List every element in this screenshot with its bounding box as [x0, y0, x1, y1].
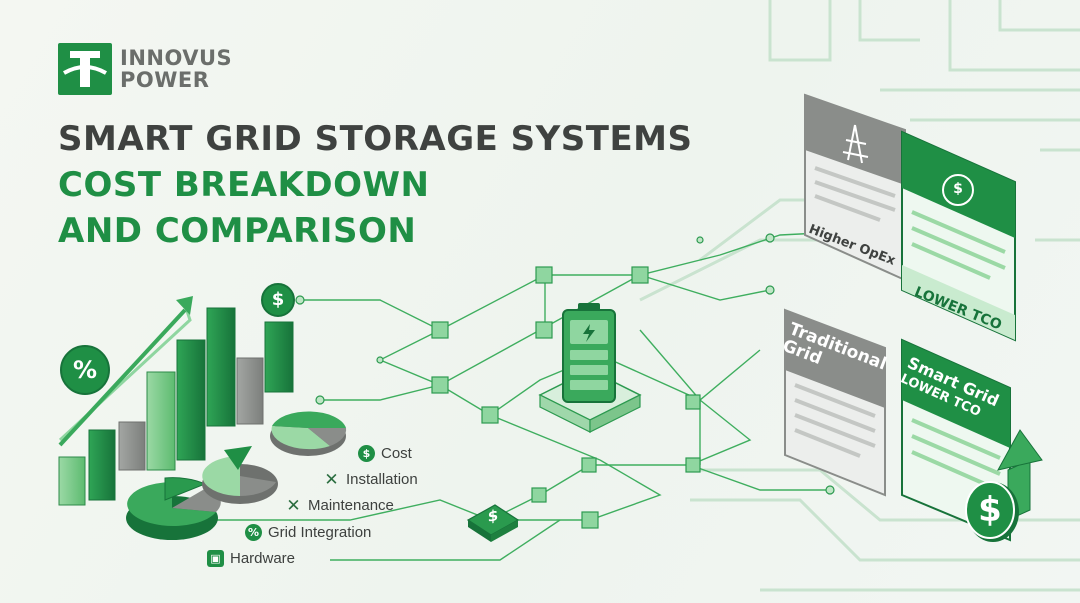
title-line-2: COST BREAKDOWN: [58, 165, 430, 205]
brand-name-line1: INNOVUS: [120, 46, 233, 70]
dollar-badge-label: $: [271, 289, 285, 310]
dollar-chip-label: $: [487, 506, 499, 526]
legend-label: Cost: [381, 445, 412, 462]
pie-chart-large: [126, 477, 221, 540]
page-title: SMART GRID STORAGE SYSTEMS COST BREAKDOW…: [58, 116, 693, 254]
pie-chart-middle: [202, 446, 278, 504]
legend-label: Installation: [346, 471, 418, 488]
battery-icon: [562, 303, 616, 403]
legend-item-cost: $ Cost: [358, 445, 412, 462]
title-line-3: AND COMPARISON: [58, 211, 417, 251]
legend-item-grid-integration: % Grid Integration: [245, 524, 371, 541]
legend-item-installation: ✕ Installation: [323, 469, 418, 490]
coin-dollar-label: $: [978, 490, 1002, 530]
title-line-1: SMART GRID STORAGE SYSTEMS: [58, 119, 693, 159]
dollar-badge-top: [261, 283, 295, 317]
legend-label: Maintenance: [308, 497, 394, 514]
percent-badge: [60, 345, 110, 395]
dollar-coin-icon: [965, 481, 1019, 542]
dollar-icon: $: [358, 445, 375, 462]
legend-label: Grid Integration: [268, 524, 372, 541]
tools-icon: ✕: [286, 495, 301, 516]
legend-label: Hardware: [230, 550, 296, 567]
wrench-icon: ✕: [324, 469, 339, 490]
brand-logo: INNOVUS POWER: [58, 43, 232, 95]
card-smart-top: [901, 130, 1016, 342]
percent-icon: %: [245, 524, 262, 541]
bar-chart-illustration: [58, 296, 294, 506]
logo-mark-icon: [58, 43, 112, 95]
dollar-chip: [466, 504, 520, 542]
card-dollar-label: $: [953, 181, 963, 197]
brand-name-line2: POWER: [120, 68, 210, 92]
pie-chart-right: [270, 411, 347, 456]
brand-name: INNOVUS POWER: [120, 47, 232, 91]
legend-item-hardware: ▣ Hardware: [207, 550, 295, 567]
percent-badge-label: %: [72, 356, 98, 384]
card-traditional-top: [804, 93, 906, 282]
card-traditional-bottom: [784, 308, 886, 497]
legend-item-maintenance: ✕ Maintenance: [285, 495, 394, 516]
lock-icon: ▣: [207, 550, 224, 567]
network-cubes: [431, 266, 701, 529]
